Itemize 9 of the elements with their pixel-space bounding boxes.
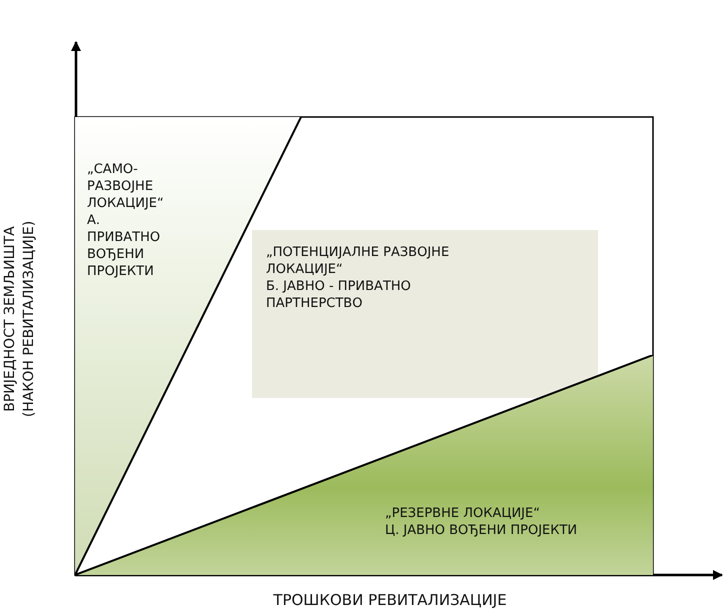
region-title: „САМО-РАЗВОЈНЕ ЛОКАЦИЈЕ“	[87, 161, 165, 212]
region-title: „РЕЗЕРВНЕ ЛОКАЦИЈЕ“	[385, 505, 541, 522]
region-title: „ПОТЕНЦИЈАЛНЕ РАЗВОЈНЕ ЛОКАЦИЈЕ“	[266, 244, 450, 278]
region-description: А. ПРИВАТНО ВОЂЕНИ ПРОЈЕКТИ	[87, 212, 162, 280]
region-box	[252, 230, 598, 398]
region-description: Ц. ЈАВНО ВОЂЕНИ ПРОЈЕКТИ	[385, 522, 578, 539]
region-description: Б. ЈАВНО - ПРИВАТНО ПАРТНЕРСТВО	[266, 278, 412, 312]
x-axis-label: ТРОШКОВИ РЕВИТАЛИЗАЦИЈЕ	[272, 592, 508, 609]
y-axis-label: ВРИЈЕДНОСТ ЗЕМЉИШТА (НАКОН РЕВИТАЛИЗАЦИЈЕ)	[1, 220, 38, 420]
